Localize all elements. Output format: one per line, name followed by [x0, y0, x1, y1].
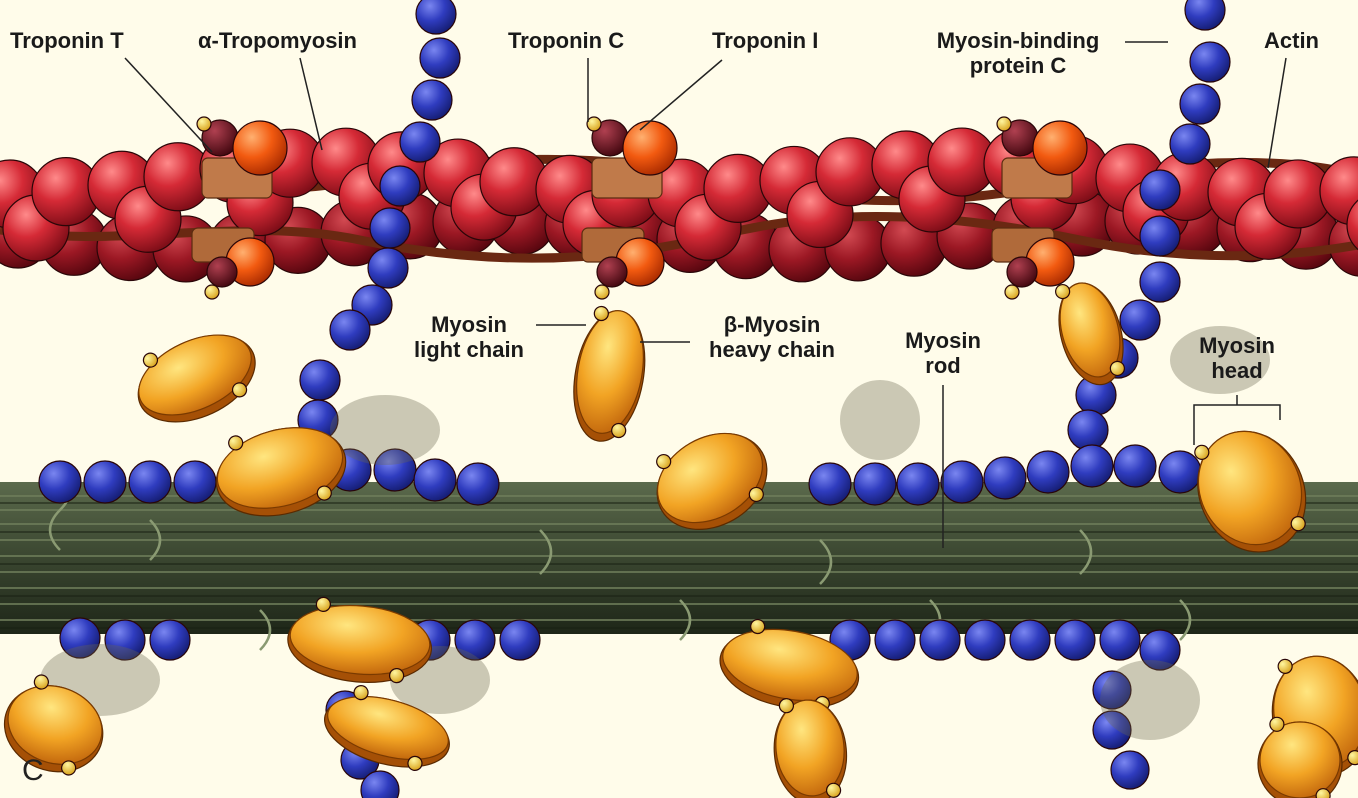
label-beta-myosin-heavy-chain: β-Myosin heavy chain	[692, 312, 852, 362]
troponin-c	[207, 257, 237, 287]
myosin-binding-protein-c-domain	[965, 620, 1005, 660]
label-myosin-binding-protein-c: Myosin-binding protein C	[918, 28, 1118, 78]
myosin-light-chain	[389, 668, 404, 683]
myosin-binding-protein-c-domain	[414, 459, 456, 501]
myosin-head	[122, 313, 269, 439]
myosin-binding-protein-c-domain	[1010, 620, 1050, 660]
label-myosin-head: Myosin head	[1187, 333, 1287, 383]
myosin-binding-protein-c-domain	[39, 461, 81, 503]
myosin-head-shadow	[1100, 660, 1200, 740]
myosin-binding-protein-c-domain	[500, 620, 540, 660]
myosin-binding-protein-c-domain	[941, 461, 983, 503]
myosin-binding-protein-c-domain	[1140, 216, 1180, 256]
myosin-binding-protein-c-domain	[897, 463, 939, 505]
myosin-binding-protein-c-domain	[1100, 620, 1140, 660]
myosin-binding-protein-c-domain	[854, 463, 896, 505]
label-troponin-t: Troponin T	[10, 28, 124, 53]
label-myosin-light-chain-line2: light chain	[404, 337, 534, 362]
myosin-binding-protein-c-domain	[1027, 451, 1069, 493]
myosin-head-body	[1260, 722, 1340, 798]
myosin-binding-protein-c-domain	[1185, 0, 1225, 30]
myosin-binding-protein-c-domain	[380, 166, 420, 206]
myosin-binding-protein-c-domain	[416, 0, 456, 34]
troponin-c-calcium	[997, 117, 1011, 131]
myosin-binding-protein-c-domain	[420, 38, 460, 78]
myosin-light-chain	[779, 698, 794, 713]
myosin-head-shadow	[840, 380, 920, 460]
label-troponin-i: Troponin I	[712, 28, 818, 53]
myosin-binding-protein-c-domain	[1068, 410, 1108, 450]
myosin-binding-protein-c-domain	[1190, 42, 1230, 82]
myosin-binding-protein-c-domain	[368, 248, 408, 288]
label-myosin-binding-protein-c-line1: Myosin-binding	[918, 28, 1118, 53]
troponin-c-calcium	[205, 285, 219, 299]
myosin-binding-protein-c-domain	[875, 620, 915, 660]
myosin-binding-protein-c-domain	[129, 461, 171, 503]
myosin-binding-protein-c-domain	[1140, 262, 1180, 302]
label-myosin-binding-protein-c-line2: protein C	[918, 53, 1118, 78]
troponin-c	[1007, 257, 1037, 287]
myosin-head-shadow	[330, 395, 440, 465]
myosin-binding-protein-c-domain	[1120, 300, 1160, 340]
label-myosin-light-chain: Myosin light chain	[404, 312, 534, 362]
troponin-i	[623, 121, 677, 175]
myosin-binding-protein-c-domain	[984, 457, 1026, 499]
myosin-head	[1048, 273, 1134, 392]
myosin-binding-protein-c-domain	[150, 620, 190, 660]
panel-letter: C	[22, 758, 44, 783]
troponin-c-calcium	[595, 285, 609, 299]
label-actin: Actin	[1264, 28, 1319, 53]
myosin-binding-protein-c-domain	[1159, 451, 1201, 493]
myosin-binding-protein-c-domain	[1170, 124, 1210, 164]
label-myosin-rod-line1: Myosin	[893, 328, 993, 353]
troponin-i	[233, 121, 287, 175]
label-myosin-rod-line2: rod	[893, 353, 993, 378]
myosin-binding-protein-c-domain	[412, 80, 452, 120]
myosin-binding-protein-c-domain	[174, 461, 216, 503]
label-myosin-rod: Myosin rod	[893, 328, 993, 378]
troponin-c	[597, 257, 627, 287]
myosin-binding-protein-c-domain	[400, 122, 440, 162]
label-troponin-c: Troponin C	[508, 28, 624, 53]
label-beta-myosin-heavy-chain-line1: β-Myosin	[692, 312, 852, 337]
myosin-binding-protein-c-domain	[1071, 445, 1113, 487]
myosin-light-chain	[1270, 717, 1284, 731]
myosin-head	[770, 694, 851, 798]
myosin-binding-protein-c-domain	[1140, 170, 1180, 210]
myosin-binding-protein-c-domain	[330, 310, 370, 350]
label-alpha-tropomyosin: α-Tropomyosin	[198, 28, 357, 53]
myosin-binding-protein-c-domain	[1111, 751, 1149, 789]
myosin-binding-protein-c-domain	[1180, 84, 1220, 124]
myosin-light-chain	[1316, 789, 1330, 798]
label-beta-myosin-heavy-chain-line2: heavy chain	[692, 337, 852, 362]
troponin-i	[1033, 121, 1087, 175]
myosin-binding-protein-c-domain	[920, 620, 960, 660]
myosin-binding-protein-c-domain	[1114, 445, 1156, 487]
label-myosin-head-line2: head	[1187, 358, 1287, 383]
troponin-c-calcium	[197, 117, 211, 131]
myosin-binding-protein-c-domain	[370, 208, 410, 248]
myosin-binding-protein-c-domain	[84, 461, 126, 503]
myosin-binding-protein-c-domain	[300, 360, 340, 400]
troponin-c-calcium	[1005, 285, 1019, 299]
label-myosin-head-line1: Myosin	[1187, 333, 1287, 358]
myosin-light-chain	[826, 783, 841, 798]
myosin-binding-protein-c-domain	[1055, 620, 1095, 660]
myosin-light-chain	[316, 597, 331, 612]
myosin-binding-protein-c-domain	[457, 463, 499, 505]
troponin-c-calcium	[587, 117, 601, 131]
myosin-binding-protein-c-domain	[809, 463, 851, 505]
label-myosin-light-chain-line1: Myosin	[404, 312, 534, 337]
